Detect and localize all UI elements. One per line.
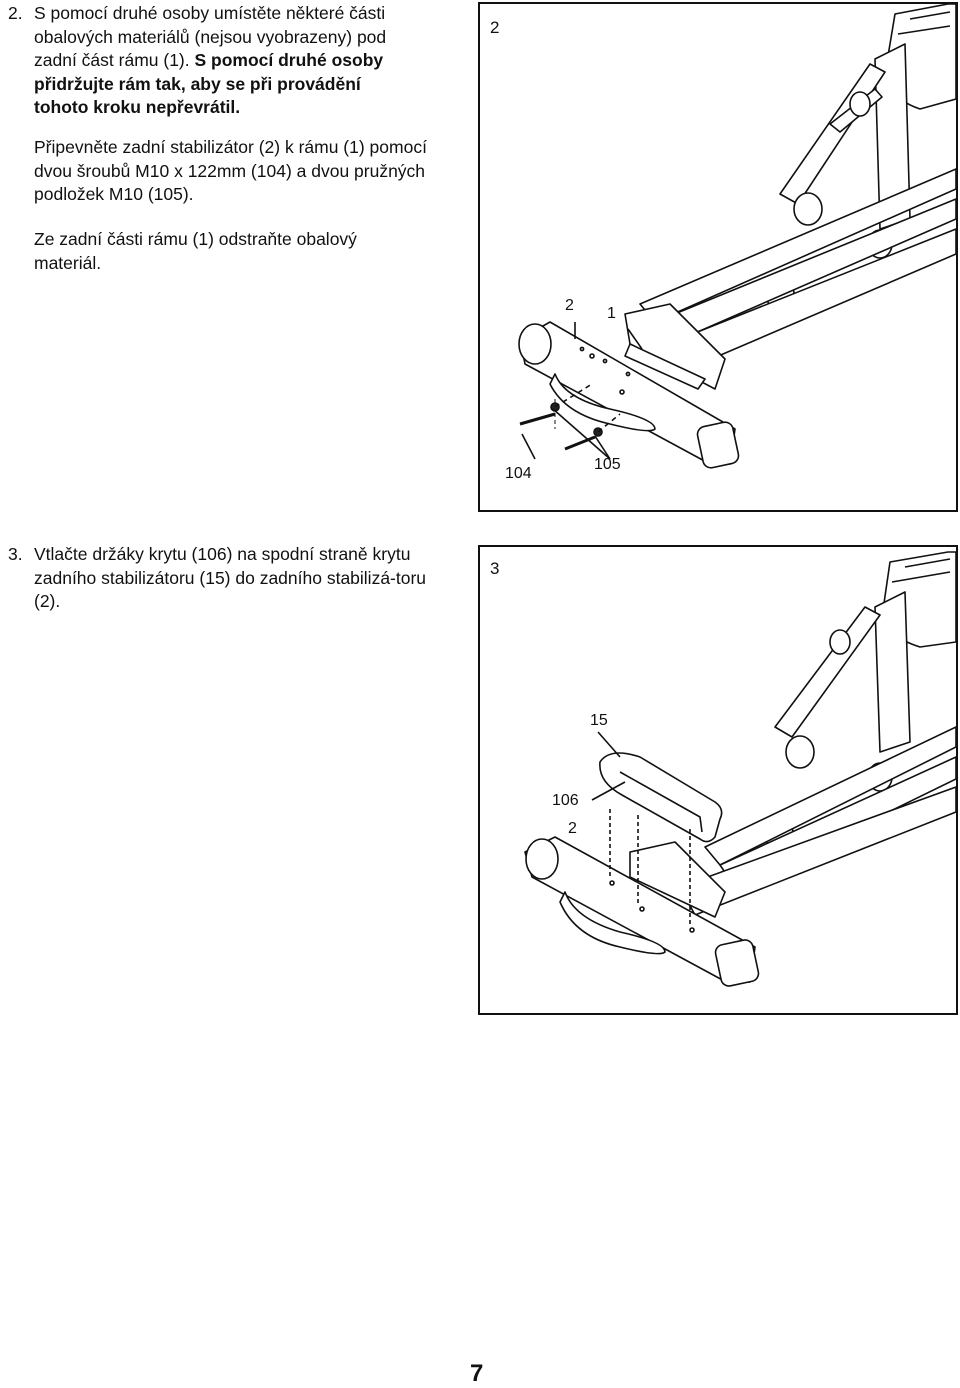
figure-2-callout-105: 105 xyxy=(594,456,621,473)
figure-2-label: 2 xyxy=(490,18,500,37)
figure-3-callout-2: 2 xyxy=(568,820,577,837)
figure-2-callout-2: 2 xyxy=(565,297,574,314)
step-3-instruction: Vtlačte držáky krytu (106) na spodní str… xyxy=(34,544,427,611)
step-2-line-4: přidržujte rám tak, aby se při provádění xyxy=(34,73,361,94)
step-2-figure: 2 xyxy=(478,2,958,512)
figure-3-label: 3 xyxy=(490,559,500,578)
figure-3-drawing xyxy=(524,551,956,987)
page-number: 7 xyxy=(470,1360,484,1387)
step-2-line-5: tohoto kroku nepřevrátil. xyxy=(34,97,241,117)
step-2-line-2: obalových materiálů (nejsou vyobrazeny) … xyxy=(34,26,387,47)
figure-3-callout-106: 106 xyxy=(552,792,579,809)
step-2-attach-instruction: Připevněte zadní stabilizátor (2) k rámu… xyxy=(34,137,427,204)
step-2-number: 2. xyxy=(8,3,23,23)
step-2-line-3: zadní část rámu (1). S pomocí druhé osob… xyxy=(34,49,454,73)
step-2-line-1: S pomocí druhé osoby umístěte některé čá… xyxy=(34,3,386,23)
figure-2-callout-1: 1 xyxy=(607,305,616,322)
step-2-line-3-bold: S pomocí druhé osoby xyxy=(194,50,384,70)
step-3-number: 3. xyxy=(8,544,23,564)
step-3-figure: 3 xyxy=(478,545,958,1015)
step-2-instruction: S pomocí druhé osoby umístěte některé čá… xyxy=(34,2,454,120)
figure-2-callout-104: 104 xyxy=(505,465,532,482)
figure-3-callout-15: 15 xyxy=(590,712,608,729)
figure-2-drawing xyxy=(518,4,956,469)
step-2-remove-instruction: Ze zadní části rámu (1) odstraňte obalov… xyxy=(34,229,357,273)
step-2-line-3-normal: zadní část rámu (1). xyxy=(34,50,195,70)
